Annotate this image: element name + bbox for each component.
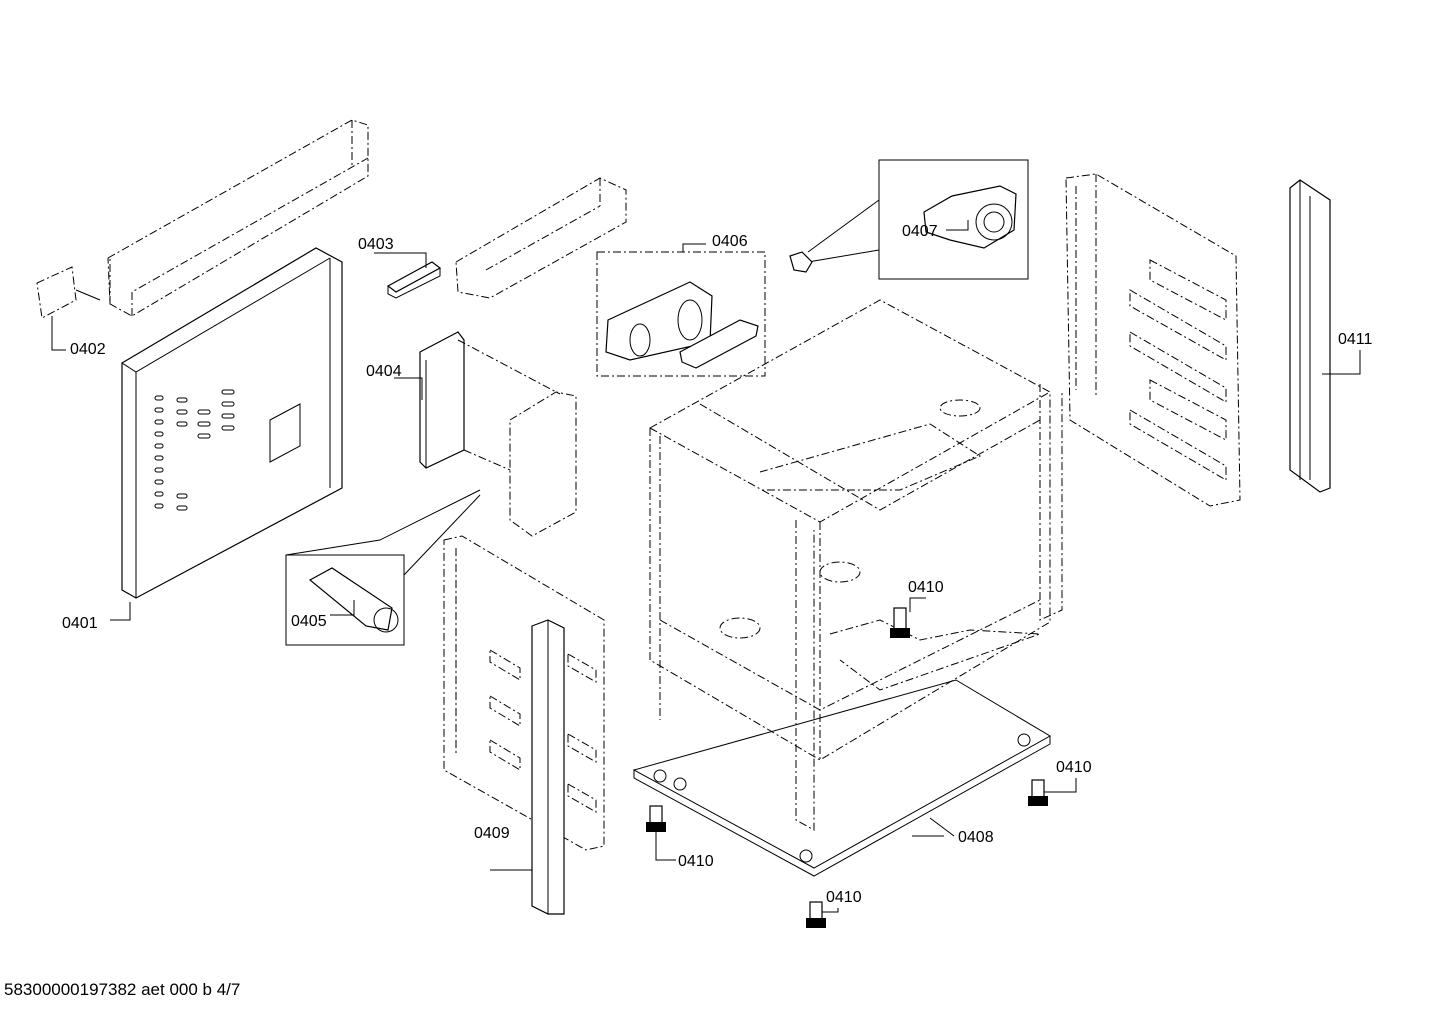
part-0403-connector: [374, 252, 442, 299]
label-0404: 0404: [366, 363, 402, 380]
label-0408: 0408: [958, 829, 994, 846]
part-upper-duct: [455, 177, 627, 299]
part-left-side-panel: [443, 535, 605, 851]
label-0411: 0411: [1338, 331, 1373, 348]
part-0409-strip: [490, 619, 565, 915]
label-0403: 0403: [358, 236, 394, 253]
label-0410-c: 0410: [678, 853, 714, 870]
part-0408-base-plate: [632, 679, 1051, 877]
label-0402: 0402: [70, 341, 106, 358]
part-0407-detail: [789, 159, 1029, 280]
part-0405-detail: [285, 489, 481, 646]
document-code: 58300000197382 aet 000 b 4/7: [4, 980, 241, 999]
part-right-side-panel: [1065, 173, 1241, 507]
label-0410-d: 0410: [826, 889, 862, 906]
label-0409: 0409: [474, 825, 510, 842]
label-0410-b: 0410: [1056, 759, 1092, 776]
part-0402-plate: [36, 266, 101, 351]
part-0404-board: [394, 331, 465, 469]
part-0411-rail: [1289, 179, 1361, 493]
part-0410-screw-a: [890, 597, 926, 638]
label-0407: 0407: [902, 223, 938, 240]
part-0406-fan-group: [596, 243, 766, 377]
label-0410-a: 0410: [908, 579, 944, 596]
label-0405: 0405: [291, 613, 327, 630]
part-0410-screw-b: [1028, 778, 1077, 806]
part-0410-screw-c: [646, 805, 676, 861]
label-0406: 0406: [712, 233, 748, 250]
part-bracket: [457, 339, 577, 537]
part-main-frame: [649, 299, 1063, 831]
part-rear-top-cover: [107, 119, 369, 317]
label-0401: 0401: [62, 615, 98, 632]
leader-0401: [110, 602, 131, 621]
part-0401-side-panel: [121, 247, 343, 599]
part-0410-screw-d: [806, 901, 839, 928]
